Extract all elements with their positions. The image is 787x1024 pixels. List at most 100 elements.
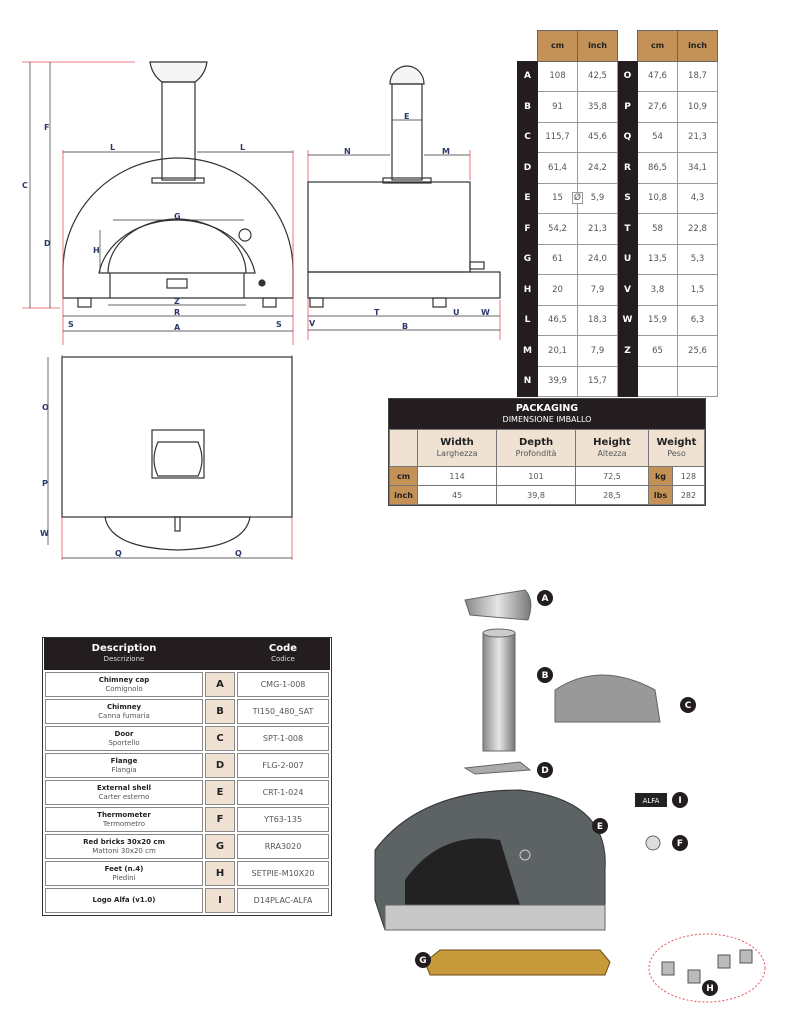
col-width: Width — [440, 437, 474, 448]
label-N: N — [344, 147, 351, 156]
dimension-letter: U — [617, 243, 638, 275]
dimension-letter: E — [517, 182, 538, 214]
label-W: W — [481, 308, 490, 317]
dimension-letter: N — [517, 365, 538, 397]
dimension-letter: T — [617, 213, 638, 245]
part-code: YT63-135 — [235, 805, 331, 834]
value-inch: 22,8 — [677, 213, 718, 245]
label-S: S — [276, 320, 282, 329]
part-letter: B — [203, 697, 237, 726]
exploded-view: ALFA A B C D E F G H I — [374, 589, 766, 1003]
header-inch: inch — [577, 30, 618, 62]
value-cm: 15,9 — [637, 304, 678, 336]
part-code: D14PLAC-ALFA — [235, 886, 331, 915]
label-R: R — [174, 308, 180, 317]
part-name-it: Carter esterno — [98, 792, 150, 801]
empty-cell — [677, 365, 718, 397]
value-inch: 7,9 — [577, 335, 618, 367]
svg-text:G: G — [419, 956, 426, 966]
door — [554, 674, 661, 723]
dimension-letter: C — [517, 121, 538, 153]
dimension-letter — [617, 365, 638, 397]
svg-text:F: F — [677, 839, 683, 849]
callout-I: I — [672, 792, 688, 808]
packaging-subtitle: DIMENSIONE IMBALLO — [502, 415, 592, 424]
value-cm: 13,5 — [637, 243, 678, 275]
part-name-it: Comignolo — [105, 684, 143, 693]
red-bricks — [424, 949, 611, 976]
part-letter: E — [203, 778, 237, 807]
callout-H: H — [702, 980, 718, 996]
dimension-letter: R — [617, 152, 638, 184]
value-inch: 34,1 — [677, 152, 718, 184]
value-cm: 91 — [537, 91, 578, 123]
col-depth: Depth — [518, 437, 554, 448]
value: 72,5 — [575, 466, 649, 486]
value-inch: 21,3 — [677, 121, 718, 153]
part-name-it: Termometro — [102, 819, 146, 828]
dimension-letter: W — [617, 304, 638, 336]
dimension-letter: A — [517, 60, 538, 92]
packaging-row-cm: cm 114 101 72,5 kg 128 — [389, 466, 706, 486]
label-Q: Q — [115, 549, 122, 558]
svg-text:B: B — [542, 671, 549, 681]
callout-F: F — [672, 835, 688, 851]
value-cm: 39,9 — [537, 365, 578, 397]
callout-B: B — [537, 667, 553, 683]
label-P: P — [42, 479, 48, 488]
value-inch: 7,9 — [577, 274, 618, 306]
svg-text:A: A — [542, 594, 549, 604]
callout-G: G — [415, 952, 431, 968]
value-inch: 4,3 — [677, 182, 718, 214]
spacer — [518, 31, 538, 62]
part-name: Door — [114, 729, 134, 738]
value-cm: 10,8 — [637, 182, 678, 214]
code-header: Code — [268, 643, 298, 654]
value-cm: 27,6 — [637, 91, 678, 123]
value-inch: 45,6 — [577, 121, 618, 153]
unit: lbs — [647, 485, 673, 505]
value-cm: 54 — [637, 121, 678, 153]
value-cm: 61,4 — [537, 152, 578, 184]
part-letter: D — [203, 751, 237, 780]
value-cm: 58 — [637, 213, 678, 245]
value-inch: 5,9 — [577, 182, 618, 214]
value: 28,5 — [575, 485, 649, 505]
value-inch: 10,9 — [677, 91, 718, 123]
value-inch: 35,8 — [577, 91, 618, 123]
unit: cm — [389, 466, 418, 486]
part-name: Red bricks 30x20 cm — [83, 837, 165, 846]
value-inch: 25,6 — [677, 335, 718, 367]
packaging-title: PACKAGING — [515, 403, 579, 414]
dimension-arrows — [29, 62, 500, 559]
col-width-it: Larghezza — [436, 449, 478, 458]
value: 39,8 — [496, 485, 577, 505]
part-name: Chimney — [106, 702, 142, 711]
part-letter: H — [203, 859, 237, 888]
part-name: Flange — [110, 756, 138, 765]
label-W: W — [40, 529, 49, 538]
unit: kg — [647, 466, 673, 486]
part-code: FLG-2-007 — [235, 751, 331, 780]
part-description: Logo Alfa (v1.0) — [43, 886, 205, 915]
dimension-letter: V — [617, 274, 638, 306]
technical-drawings: F C D L L G H Z R S S A E N M T U W V B … — [22, 61, 501, 560]
svg-text:I: I — [678, 796, 681, 806]
value-inch: 18,3 — [577, 304, 618, 336]
